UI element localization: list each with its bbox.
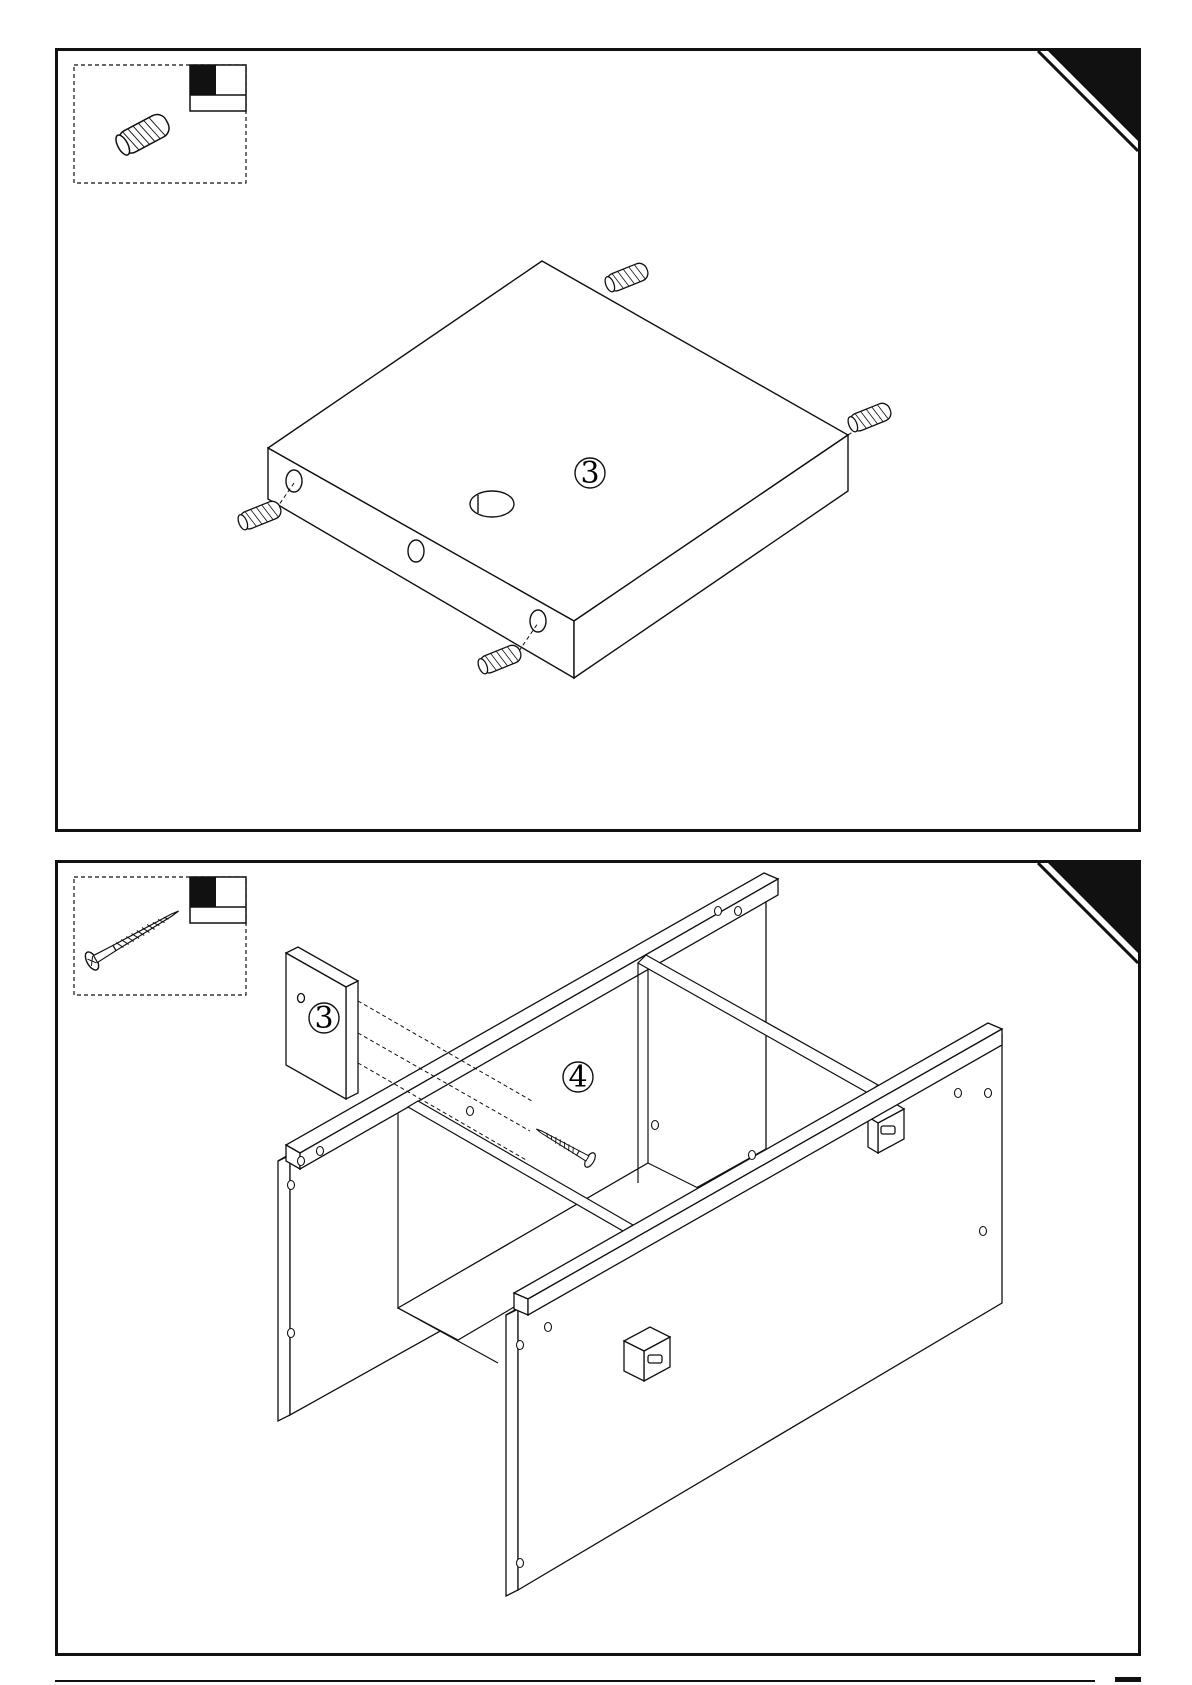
svg-text:3: 3 — [580, 456, 599, 491]
wood-screw-icon — [83, 902, 184, 972]
dowel — [603, 261, 651, 294]
step-corner-tab — [1048, 51, 1138, 141]
svg-text:4: 4 — [568, 1060, 587, 1095]
dowel — [236, 499, 284, 532]
dowel — [846, 401, 894, 434]
dowel — [476, 643, 524, 676]
shelf-panel-3 — [268, 261, 848, 678]
step-panel-1: 3 — [55, 48, 1141, 832]
hardware-callout-box — [74, 65, 246, 183]
step-panel-2: 3 4 — [55, 860, 1141, 1656]
step-2-drawing: 3 4 — [58, 863, 1138, 1653]
step-corner-tab — [1048, 863, 1138, 953]
quantity-badge — [190, 877, 246, 923]
wood-dowel-icon — [113, 111, 173, 158]
hardware-callout-box — [74, 877, 246, 995]
page-footer-mark — [1115, 1677, 1141, 1682]
quantity-badge — [190, 65, 246, 111]
page-footer-rule — [55, 1680, 1095, 1682]
step-1-drawing: 3 — [58, 51, 1138, 829]
svg-text:3: 3 — [314, 1001, 333, 1036]
